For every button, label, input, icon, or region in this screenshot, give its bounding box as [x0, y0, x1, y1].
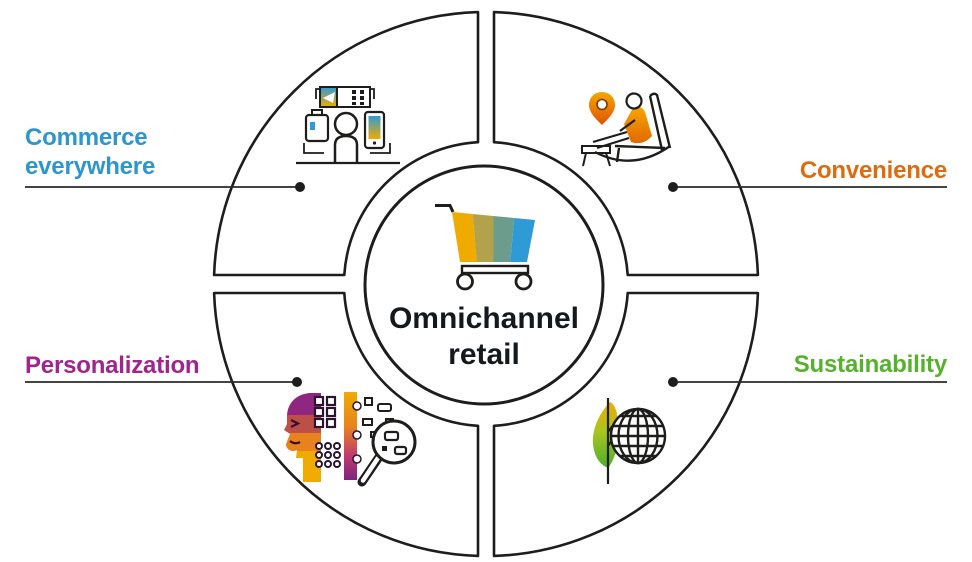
- airplane-icon: [323, 92, 335, 103]
- cart-stripe: [452, 212, 477, 262]
- cart-frame: [460, 264, 530, 275]
- multi-device-commerce-icon: [296, 86, 400, 165]
- cart-wheel: [456, 272, 474, 291]
- label-commerce-everywhere: Commerce everywhere: [25, 124, 156, 180]
- person-icon: [333, 111, 359, 163]
- suitcase-icon: [304, 109, 330, 143]
- smartphone-icon: [363, 110, 386, 150]
- cart-stripe: [510, 218, 535, 262]
- mouth-mark: [289, 440, 301, 445]
- connector-dot-convenience: [668, 182, 678, 192]
- person-relaxing-icon: [581, 92, 672, 167]
- cart-wheel: [514, 272, 533, 291]
- globe-icon: [609, 407, 667, 465]
- connector-dot-commerce-everywhere: [295, 182, 305, 192]
- bracket-icon: [303, 143, 324, 154]
- leaf-globe-icon: [592, 398, 667, 484]
- shopping-cart-icon: [435, 204, 535, 291]
- data-dots: [315, 442, 341, 468]
- connector-dot-personalization: [292, 377, 302, 387]
- cart-stripe: [472, 214, 494, 262]
- label-sustainability: Sustainability: [793, 351, 947, 378]
- label-convenience: Convenience: [799, 157, 947, 184]
- cart-handle: [435, 204, 455, 213]
- cart-stripe: [493, 216, 515, 262]
- customer-profile-analysis-icon: [284, 392, 417, 487]
- relaxing-person: [592, 92, 652, 150]
- data-squares: [313, 395, 337, 429]
- center-title: Omnichannel retail: [388, 302, 580, 371]
- face-profile-icon: [284, 393, 321, 482]
- magnifier-icon: [357, 419, 417, 487]
- quadrant-top-right: [492, 10, 760, 277]
- location-pin-icon: [589, 92, 615, 125]
- bracket-icon: [370, 143, 391, 154]
- label-personalization: Personalization: [25, 352, 200, 379]
- gradient-bar: [344, 392, 362, 480]
- eye-mark: [290, 419, 301, 428]
- connector-dot-sustainability: [668, 377, 678, 387]
- center-circle: [363, 164, 605, 406]
- lounge-chair-icon: [594, 92, 672, 163]
- ticket-icon: [319, 86, 371, 108]
